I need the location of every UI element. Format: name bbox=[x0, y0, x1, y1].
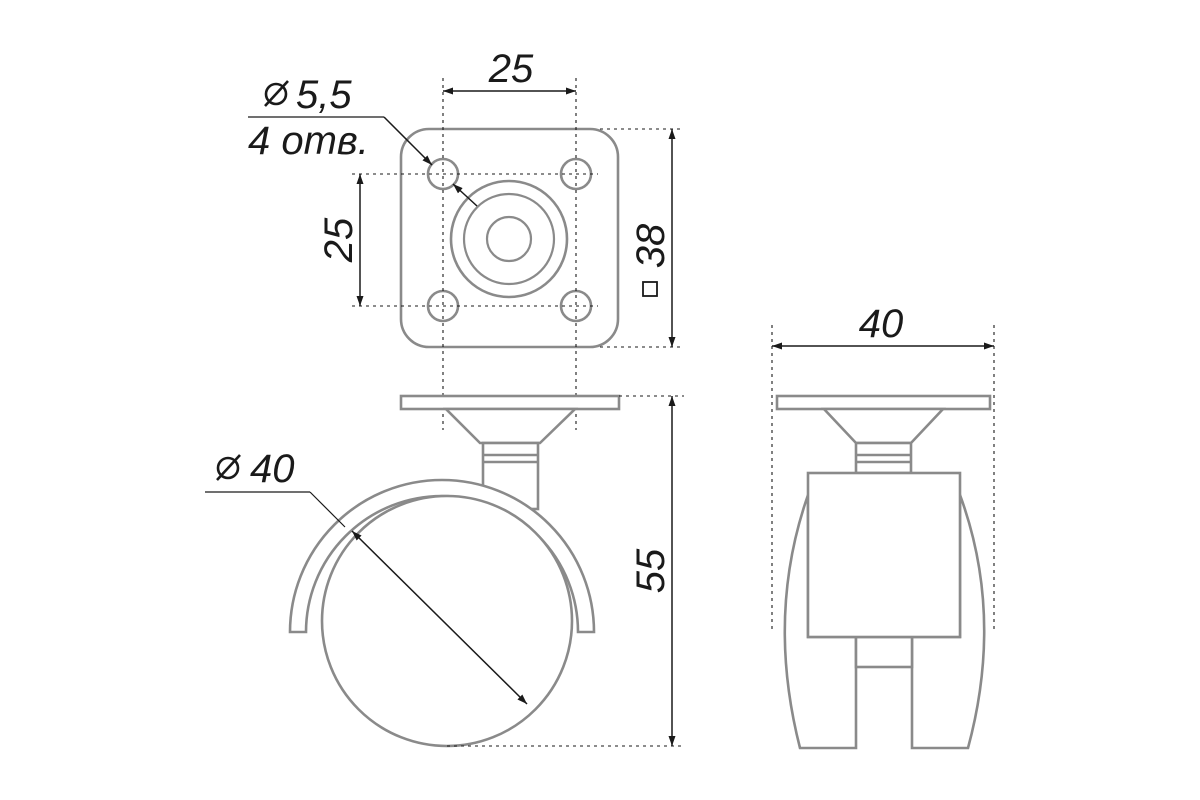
square-symbol-icon bbox=[642, 281, 658, 297]
right-wheel-half bbox=[910, 494, 986, 750]
side-plate bbox=[399, 394, 621, 411]
hole-callout-leader-inner bbox=[452, 183, 478, 207]
top-view: 25 25 38 5,5 4 отв. bbox=[248, 47, 684, 430]
dimension-hole-spacing-horizontal: 25 bbox=[488, 47, 534, 91]
front-axle bbox=[854, 635, 914, 669]
wheel-diameter-label: 40 bbox=[250, 447, 295, 491]
front-plate bbox=[775, 394, 992, 411]
hole-diameter-label: 5,5 bbox=[296, 73, 352, 117]
swivel-middle-ring bbox=[462, 192, 556, 286]
hole-count-label: 4 отв. bbox=[248, 119, 369, 163]
diameter-symbol-icon bbox=[264, 80, 289, 107]
wheel bbox=[320, 494, 574, 748]
left-wheel-half bbox=[783, 494, 858, 750]
swivel-outer-ring bbox=[449, 179, 569, 299]
fork-body bbox=[806, 471, 962, 639]
front-swivel-cone bbox=[820, 407, 947, 445]
front-view: 40 bbox=[771, 302, 995, 750]
side-view: 40 55 bbox=[205, 394, 684, 748]
dimension-total-height: 55 bbox=[629, 548, 673, 593]
dimension-plate-size: 38 bbox=[629, 223, 673, 268]
front-stem bbox=[854, 441, 913, 475]
dimension-hole-spacing-vertical: 25 bbox=[317, 217, 361, 263]
swivel-inner-ring bbox=[485, 215, 533, 263]
hole-callout-leader bbox=[383, 116, 433, 166]
dimension-line-wheel-diameter bbox=[351, 530, 528, 705]
wheel-callout-leader bbox=[309, 491, 346, 528]
diameter-symbol-icon bbox=[216, 454, 241, 481]
swivel-cone bbox=[442, 407, 579, 445]
dimension-width: 40 bbox=[859, 302, 904, 346]
